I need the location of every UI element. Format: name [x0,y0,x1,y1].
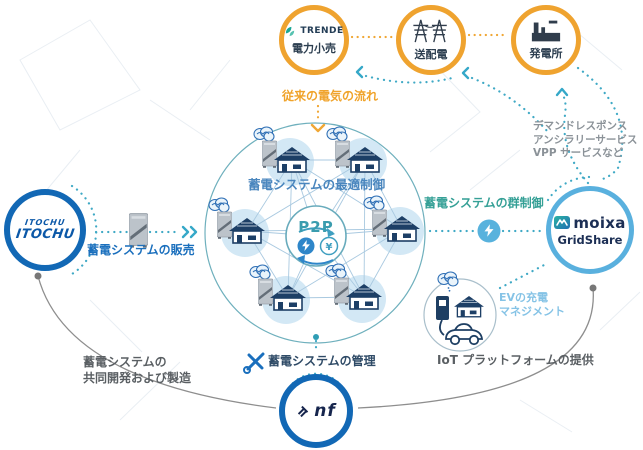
p2p-label: P2P [298,218,334,236]
codevelopment-label: 蓄電システムの 共同開発および製造 [83,355,191,386]
electricity-badge-icon [477,219,501,243]
network-ring [204,122,426,344]
trende-leaf-icon [286,26,295,36]
svg-text:¥: ¥ [326,242,333,253]
ev-management-group [423,271,497,352]
left-arrow-icon [355,65,364,79]
nf-brand: nf [314,401,336,421]
powerplant-label: 発電所 [529,47,563,60]
itochu-brand: ITOCHU [14,227,76,242]
factory-icon [531,20,561,42]
itochu-circle: ITOCHU ITOCHU [4,189,86,271]
ev-charger-icon [436,296,449,336]
nf-circle: nf [279,374,353,448]
retailer-circle: TRENDE 電力小売 [279,5,349,75]
vpp-service-line: デマンドレスポンス [533,120,628,132]
energy-money-exchange-icon: ¥ [297,227,339,265]
partnership-curves [37,275,594,409]
gridshare-brand: GridShare [557,232,623,247]
transmission-circle: 送配電 [396,5,466,75]
nf-mark-icon [298,405,309,417]
moixa-brand: moixa [573,213,626,232]
moixa-logo: moixa [554,214,625,232]
p2p-hub-circle [285,205,347,267]
tools-icon [243,352,265,374]
vpp-service-line: アンシラリーサービス [533,133,638,146]
optimal-control-label: 蓄電システムの最適制御 [248,177,386,192]
curve-anchor-dot [34,272,42,280]
conventional-flow-label: 従来の電気の流れ [282,89,379,103]
ev-charging-label: EVの充電 マネジメント [499,291,565,320]
transmission-label: 送配電 [414,48,448,61]
codevelopment-line: 蓄電システムの [83,355,167,369]
right-arrow-icon [189,225,198,239]
flow-arrowheads [181,65,569,239]
codevelopment-line: 共同開発および製造 [83,370,192,385]
background-mesh [19,17,641,433]
network-mesh-lines [246,159,403,299]
ev-car-icon [445,323,484,346]
up-arrow-icon [555,87,569,97]
retailer-label: 電力小売 [292,41,336,55]
left-arrow-icon [461,66,470,80]
powerplant-circle: 発電所 [511,5,581,75]
trende-brand: TRENDE [300,26,344,36]
iot-platform-label: IoT プラットフォームの提供 [437,353,594,367]
transmission-tower-icon [413,19,447,43]
ev-charging-line: EVの充電 [499,291,549,304]
right-arrow-icon [181,225,190,239]
vpp-service-flow-lines [70,66,624,395]
moixa-mark-icon [554,216,571,229]
ev-charging-line: マネジメント [499,305,565,319]
conventional-flow-lines [316,33,510,124]
curve-anchor-dot [589,284,597,292]
trende-logo: TRENDE [284,25,343,38]
vpp-service-line: VPP サービスなど [533,147,624,160]
sales-label: 蓄電システムの販売 [87,243,195,257]
vpp-services-label: デマンドレスポンス アンシラリーサービス VPP サービスなど [533,120,637,161]
yen-icon [319,236,339,256]
management-label: 蓄電システムの管理 [268,354,376,368]
network-anchor-dot [313,334,319,340]
moixa-circle: moixa GridShare [546,186,634,274]
down-arrow-icon [310,123,326,133]
nf-logo: nf [296,401,336,421]
group-control-label: 蓄電システムの群制御 [424,196,544,210]
itochu-stripe-mark: ITOCHU [24,218,66,227]
